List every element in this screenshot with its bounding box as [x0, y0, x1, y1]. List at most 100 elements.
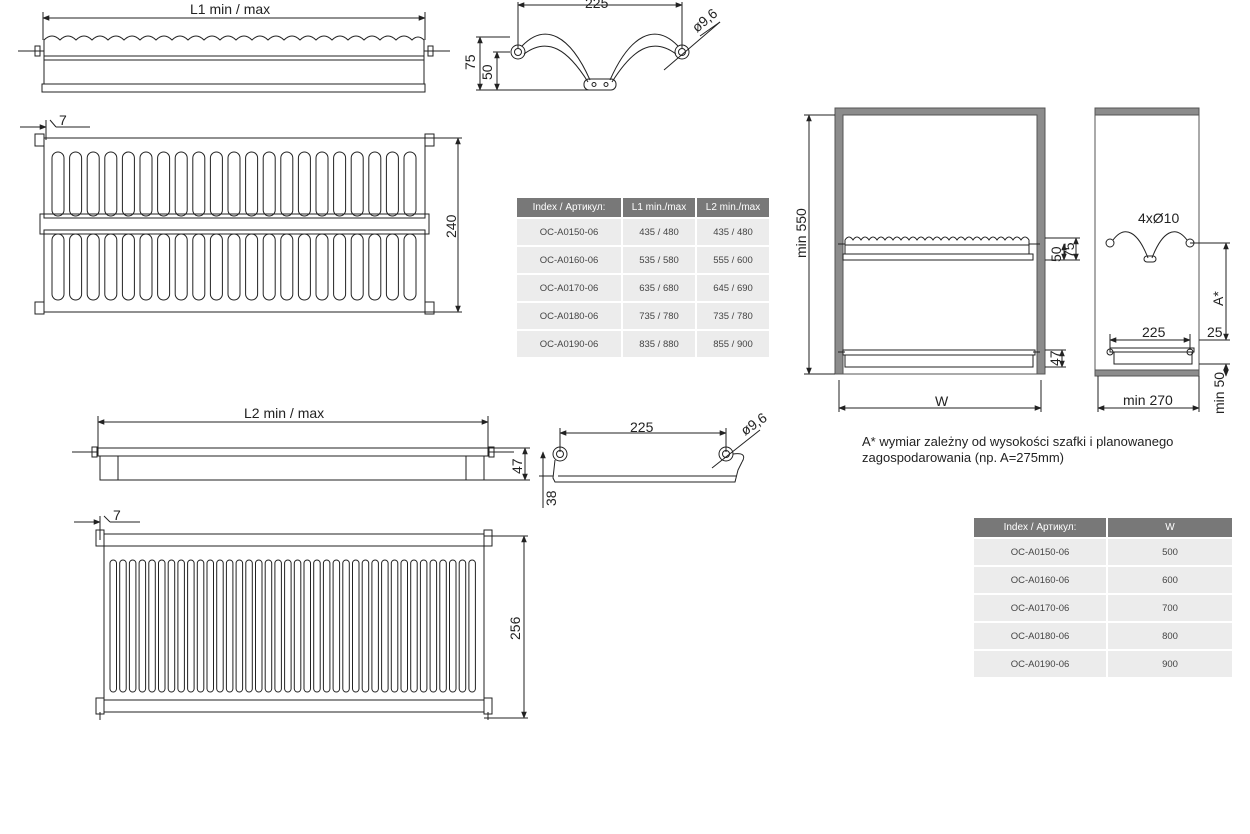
- table-row: OC-A0170-06 700: [974, 595, 1232, 621]
- wire-slot: [333, 151, 347, 217]
- table-row: OC-A0190-06 835 / 880 855 / 900: [517, 331, 769, 357]
- wire-slot: [262, 233, 276, 301]
- label-225-b: 225: [630, 419, 654, 435]
- dimension-a-note: A* wymiar zależny od wysokości szafki i …: [862, 434, 1174, 465]
- label-h47: 47: [509, 458, 525, 474]
- cell-l1: 835 / 880: [623, 331, 695, 357]
- wire-slot: [209, 233, 223, 301]
- wire-slot: [128, 559, 137, 693]
- label-c75: 75: [1061, 242, 1077, 258]
- table-row: OC-A0150-06 500: [974, 539, 1232, 565]
- wire-slot: [350, 233, 364, 301]
- wire-slot: [109, 559, 117, 693]
- label-a-star: A*: [1210, 291, 1226, 306]
- wire-slot: [419, 559, 428, 693]
- wire-slot: [403, 233, 417, 301]
- wire-slot: [381, 559, 389, 693]
- cell-index: OC-A0180-06: [974, 623, 1106, 649]
- wire-slot: [196, 559, 205, 693]
- cell-index: OC-A0190-06: [974, 651, 1106, 677]
- upper-rack-side-profile: [476, 2, 721, 91]
- wire-slot: [262, 151, 276, 217]
- wire-slot: [148, 559, 156, 693]
- wire-slot: [177, 559, 185, 693]
- wire-slot: [322, 559, 331, 693]
- label-min550: min 550: [793, 208, 809, 258]
- cell-index: OC-A0160-06: [974, 567, 1106, 593]
- wire-slot: [333, 233, 347, 301]
- wire-slot: [138, 559, 147, 693]
- wire-slot: [51, 151, 65, 217]
- wire-slot: [69, 233, 83, 301]
- wire-slot: [192, 151, 206, 217]
- wire-slot: [235, 559, 244, 693]
- label-h50: 50: [479, 64, 495, 80]
- wire-slot: [157, 151, 171, 217]
- label-c47: 47: [1047, 350, 1063, 366]
- col-header-l2: L2 min./max: [697, 198, 769, 217]
- col-header-index: Index / Артикул:: [517, 198, 621, 217]
- wire-slot: [121, 233, 135, 301]
- cell-index: OC-A0150-06: [517, 219, 621, 245]
- label-d96-a: ø9,6: [689, 5, 721, 35]
- lower-tray-top-view: [74, 515, 528, 720]
- wire-slot: [227, 233, 241, 301]
- wire-slot: [297, 233, 311, 301]
- wire-slot: [458, 559, 467, 693]
- cell-index: OC-A0190-06: [517, 331, 621, 357]
- wire-slot: [390, 559, 399, 693]
- length-spec-table: Index / Артикул: L1 min./max L2 min./max…: [515, 196, 771, 359]
- wire-slot: [303, 559, 311, 693]
- cell-l2: 855 / 900: [697, 331, 769, 357]
- label-d96-b: ø9,6: [738, 409, 770, 438]
- table-row: OC-A0190-06 900: [974, 651, 1232, 677]
- wire-slot: [400, 559, 408, 693]
- wire-slot: [410, 559, 418, 693]
- wire-slot: [449, 559, 457, 693]
- cell-w: 900: [1108, 651, 1232, 677]
- wire-slot: [216, 559, 224, 693]
- wire-slot: [352, 559, 360, 693]
- wire-slot: [361, 559, 370, 693]
- cell-l2: 435 / 480: [697, 219, 769, 245]
- label-c50: 50: [1048, 246, 1064, 262]
- wire-slot: [225, 559, 234, 693]
- wire-slot: [245, 151, 259, 217]
- label-225-a: 225: [585, 0, 609, 11]
- cell-l1: 535 / 580: [623, 247, 695, 273]
- wire-slot: [255, 559, 263, 693]
- wire-slot: [315, 233, 329, 301]
- cell-l2: 645 / 690: [697, 275, 769, 301]
- lower-tray-front-view: [72, 416, 530, 481]
- cell-index: OC-A0150-06: [974, 539, 1106, 565]
- label-holes: 4xØ10: [1138, 210, 1179, 226]
- wire-slot: [119, 559, 127, 693]
- label-l2: L2 min / max: [244, 405, 324, 421]
- wire-slot: [468, 559, 476, 693]
- label-h256: 256: [507, 616, 523, 640]
- wire-slot: [274, 559, 282, 693]
- wire-slot: [86, 151, 100, 217]
- label-h38: 38: [543, 490, 559, 506]
- label-s7-b: 7: [113, 507, 121, 523]
- wire-slot: [206, 559, 214, 693]
- wire-slot: [350, 151, 364, 217]
- upper-rack-front-view: [18, 12, 450, 93]
- upper-rack-top-view: [20, 119, 462, 315]
- wire-slot: [368, 151, 382, 217]
- label-w: W: [935, 393, 949, 409]
- wire-slot: [174, 151, 188, 217]
- table-row: OC-A0160-06 535 / 580 555 / 600: [517, 247, 769, 273]
- label-s7-a: 7: [59, 112, 67, 128]
- wire-slot: [429, 559, 438, 693]
- wire-slot: [284, 559, 292, 693]
- wire-slot: [342, 559, 350, 693]
- wire-slot: [209, 151, 223, 217]
- label-l1: L1 min / max: [190, 1, 270, 17]
- cell-w: 600: [1108, 567, 1232, 593]
- label-min270: min 270: [1123, 392, 1173, 408]
- cell-index: OC-A0180-06: [517, 303, 621, 329]
- wire-slot: [86, 233, 100, 301]
- col-header-l1: L1 min./max: [623, 198, 695, 217]
